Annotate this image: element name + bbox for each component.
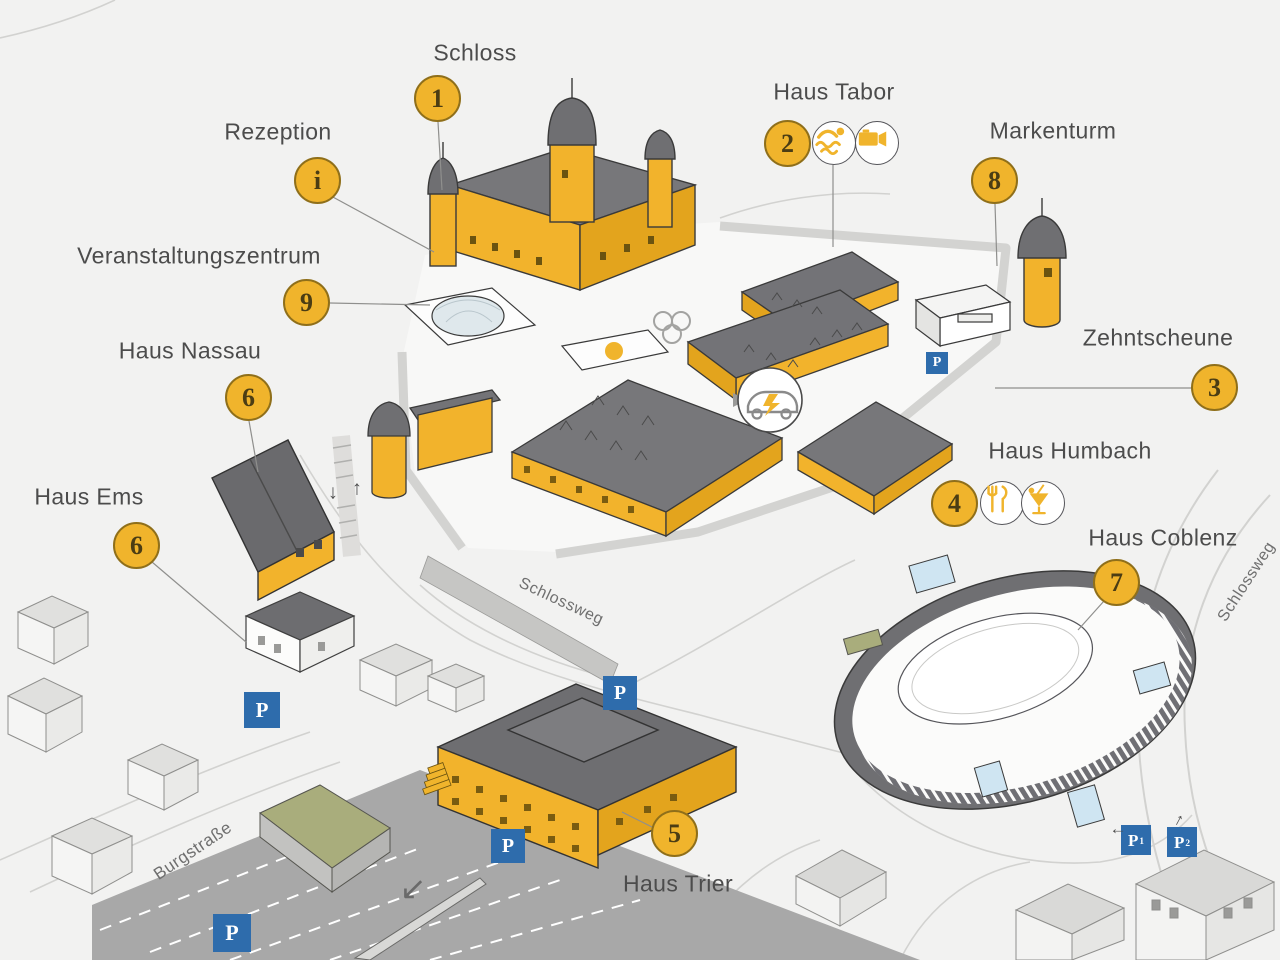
marker-haus-trier[interactable]: 5 (651, 810, 698, 857)
marker-zehntscheune[interactable]: 3 (1191, 364, 1238, 411)
marker-haus-coblenz[interactable]: 7 (1093, 559, 1140, 606)
label-haus-tabor: Haus Tabor (773, 78, 895, 105)
trefoil-icon (653, 311, 691, 344)
label-zehntscheune: Zehntscheune (1082, 324, 1234, 351)
marker-veranstaltungszentrum[interactable]: 9 (283, 279, 330, 326)
building-zehntscheune (914, 284, 1012, 348)
parking-sign: P (603, 676, 637, 710)
parking-sign-sub: 2 (1185, 839, 1191, 850)
arrow-up-icon: ↑ (352, 477, 362, 500)
label-rezeption: Rezeption (224, 118, 332, 145)
marker-leader-lines (151, 121, 1192, 828)
label-haus-trier: Haus Trier (622, 870, 734, 897)
parking-sign: P (491, 829, 525, 863)
ev-charging-icon (733, 367, 803, 433)
parking-lot (92, 770, 920, 960)
marker-schloss[interactable]: 1 (414, 75, 461, 122)
label-schloss: Schloss (433, 39, 517, 66)
building-haus-nassau (211, 439, 335, 602)
restaurant-icon[interactable] (980, 481, 1024, 525)
marker-haus-nassau[interactable]: 6 (225, 374, 272, 421)
parking-sign: P (213, 914, 251, 952)
parking-sign: P (926, 352, 948, 374)
arrow-left-icon: ← (1109, 819, 1127, 838)
label-haus-nassau: Haus Nassau (118, 337, 262, 364)
green-roof-building (259, 784, 391, 894)
marker-haus-humbach[interactable]: 4 (931, 480, 978, 527)
label-haus-ems: Haus Ems (34, 483, 144, 510)
marker-haus-ems[interactable]: 6 (113, 522, 160, 569)
parking-sign-letter: P (1173, 832, 1185, 852)
label-markenturm: Markenturm (989, 117, 1117, 144)
video-camera-icon[interactable] (855, 121, 899, 165)
building-haus-trier (422, 683, 738, 870)
building-schloss (427, 78, 698, 292)
neighborhood-houses-east (794, 849, 1276, 960)
label-haus-humbach: Haus Humbach (988, 437, 1152, 464)
building-central-halls (367, 379, 954, 538)
marker-haus-tabor[interactable]: 2 (764, 120, 811, 167)
parking-sign: P (244, 692, 280, 728)
building-haus-ems (244, 591, 356, 673)
label-haus-coblenz: Haus Coblenz (1088, 524, 1238, 551)
swimmer-icon[interactable] (812, 121, 856, 165)
label-veranstaltungszentrum: Veranstaltungszentrum (77, 242, 321, 269)
marker-markenturm[interactable]: 8 (971, 157, 1018, 204)
building-courtyard-pavilion (560, 329, 670, 371)
building-markenturm (1017, 198, 1067, 328)
arrow-down-icon: ↓ (328, 481, 338, 504)
building-veranstaltungszentrum (403, 287, 537, 346)
parking-sign-letter: P (1127, 830, 1139, 850)
neighborhood-houses-west (6, 595, 486, 895)
arrow-down-left-icon: ↙ (399, 870, 427, 906)
parking-sign-sub: 1 (1139, 837, 1145, 848)
cocktail-icon[interactable] (1021, 481, 1065, 525)
building-haus-coblenz (833, 554, 1197, 828)
marker-rezeption[interactable]: i (294, 157, 341, 204)
